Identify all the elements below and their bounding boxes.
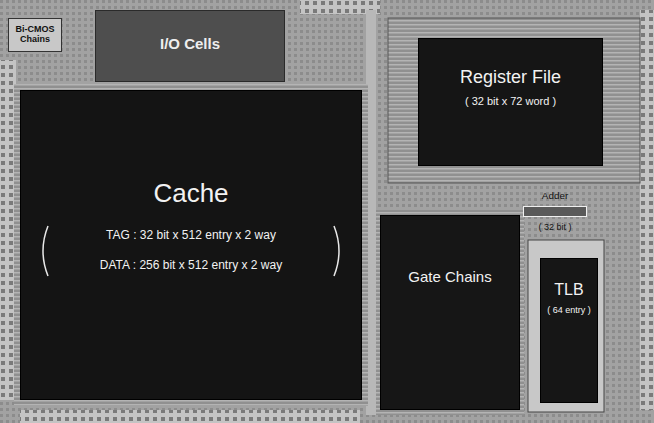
block-label: Cache (21, 179, 361, 209)
gate-chains-frame (376, 210, 524, 415)
block-label: Register File (419, 67, 602, 88)
block-spec: TAG : 32 bit x 512 entry x 2 way (21, 229, 361, 243)
block-spec: DATA : 256 bit x 512 entry x 2 way (21, 259, 361, 273)
register-file-frame (388, 18, 640, 183)
cache-frame (14, 84, 368, 406)
adder-bar (523, 206, 587, 217)
gate-chains-block: Gate Chains (380, 215, 520, 410)
register-file-block: Register File ( 32 bit x 72 word ) (418, 38, 603, 166)
tlb-block: TLB ( 64 entry ) (540, 258, 598, 403)
chain-block: Bi-CMOS Chains (8, 18, 62, 52)
pad-strip (0, 60, 16, 400)
tlb-frame (528, 240, 604, 412)
block-label: TLB (541, 281, 597, 299)
pad-strip (20, 410, 360, 423)
block-label: I/O Cells (96, 35, 284, 52)
block-label: Adder (515, 190, 595, 201)
cache-block: CacheTAG : 32 bit x 512 entry x 2 wayDAT… (20, 90, 362, 400)
block-spec: ( 64 entry ) (541, 305, 597, 315)
pad-strip (640, 10, 654, 410)
io-cells-block: I/O Cells (95, 10, 285, 82)
block-spec: ( 32 bit x 72 word ) (419, 95, 602, 108)
block-label: Gate Chains (381, 268, 519, 285)
block-label: Bi-CMOS Chains (9, 24, 61, 45)
adder-block: Adder ( 32 bit ) (515, 190, 595, 240)
block-spec: ( 32 bit ) (515, 222, 595, 232)
